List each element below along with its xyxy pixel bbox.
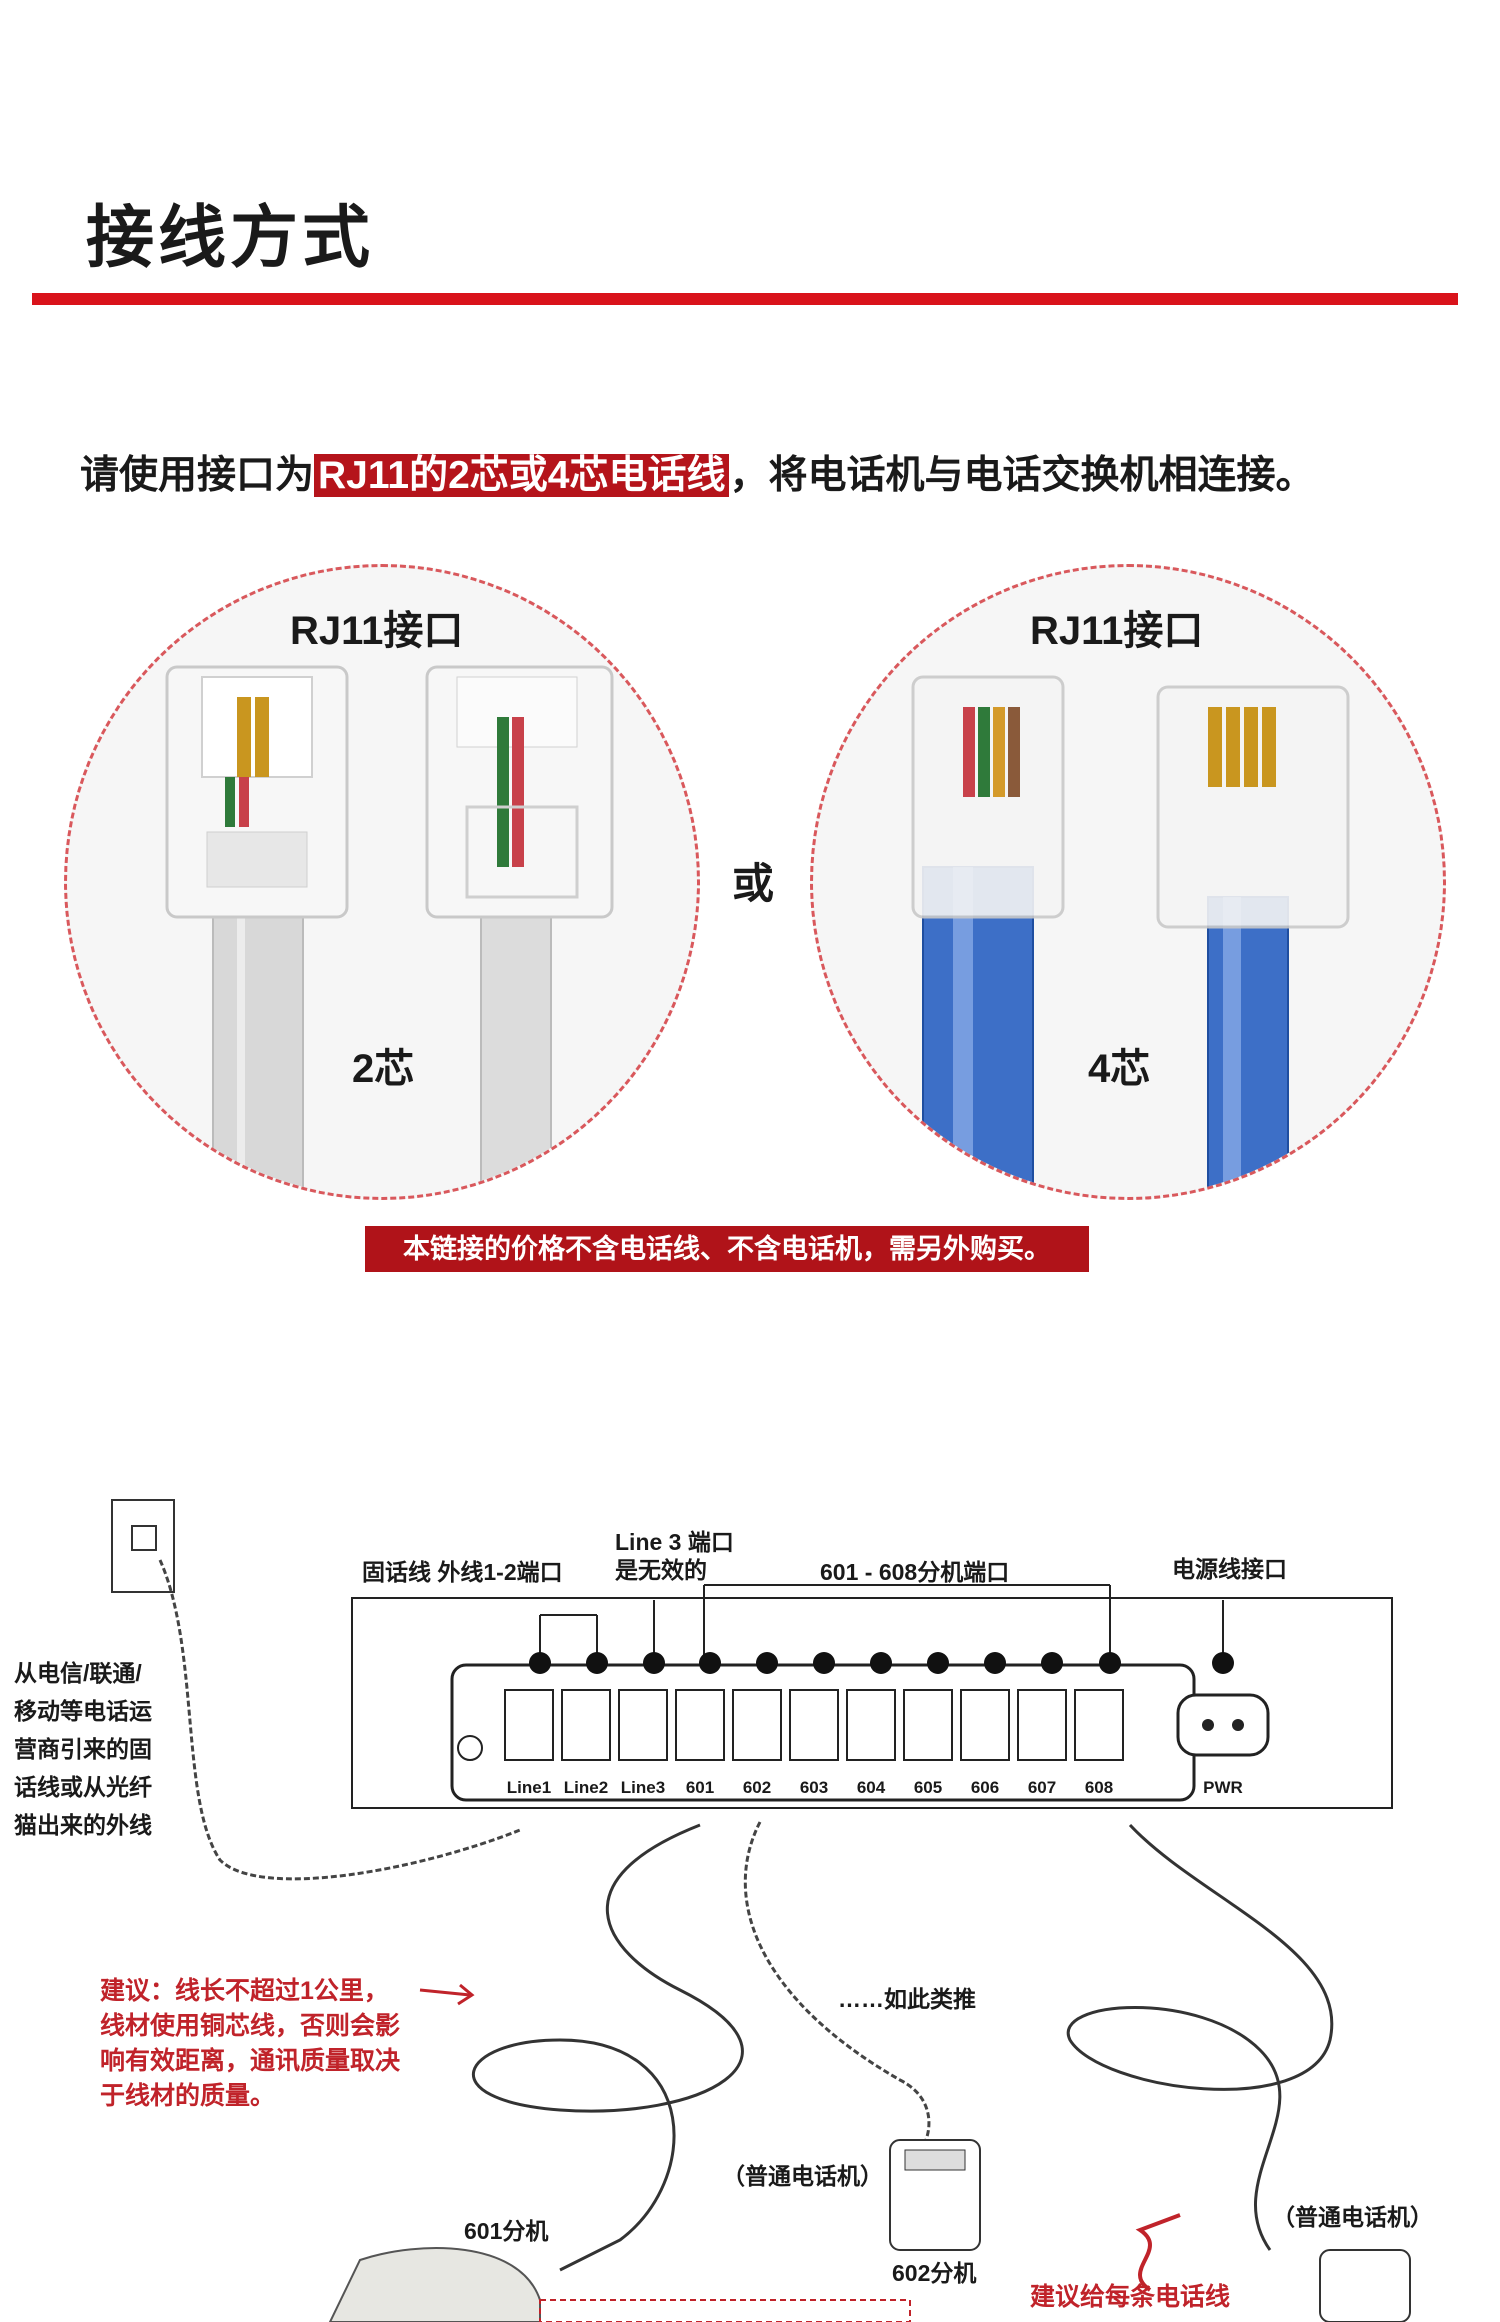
port-label: 607	[1027, 1778, 1057, 1797]
port-label: 604	[856, 1778, 886, 1797]
port-label: Line2	[563, 1778, 609, 1797]
power-port-short-label: PWR	[1203, 1778, 1243, 1797]
connector-4core-label: 4芯	[1088, 1047, 1151, 1091]
purchase-notice: 本链接的价格不含电话线、不含电话机，需另外购买。	[365, 1226, 1089, 1272]
external-ports-label: 固话线 外线1-2端口	[362, 1559, 563, 1585]
suggest-bottom-label: 建议给每条电话线	[1030, 2283, 1231, 2311]
port-label: 603	[799, 1778, 829, 1797]
phone-601-label: 601分机	[464, 2218, 549, 2244]
instruction-prefix: 请使用接口为	[80, 454, 315, 497]
instruction-highlight: RJ11的2芯或4芯电话线	[314, 454, 730, 497]
line3-title-label: Line 3 端口	[615, 1529, 734, 1555]
title-divider	[32, 293, 1458, 305]
external-source-label: 从电信/联通/ 移动等电话运 营商引来的固 话线或从光纤 猫出来的外线	[14, 1660, 152, 1838]
port-label: 606	[970, 1778, 1000, 1797]
connector-4core-title: RJ11接口	[1030, 609, 1204, 653]
connector-2core-label: 2芯	[352, 1047, 415, 1091]
etc-label: ……如此类推	[838, 1986, 976, 2012]
rj11-2core-illustration	[165, 665, 614, 1197]
section-title: 接线方式	[86, 200, 375, 276]
or-label: 或	[732, 860, 775, 907]
port-label: Line3	[620, 1778, 666, 1797]
connector-2core-title: RJ11接口	[290, 609, 464, 653]
power-port-label: 电源线接口	[1172, 1556, 1287, 1582]
extension-ports-label: 601 - 608分机端口	[820, 1559, 1010, 1585]
rj11-4core-illustration	[911, 675, 1350, 1197]
port-label: 605	[913, 1778, 943, 1797]
phone-602-type-label: （普通电话机）	[722, 2163, 883, 2189]
instruction-suffix: ，将电话机与电话交换机相连接。	[729, 454, 1315, 497]
port-label: 601	[685, 1778, 715, 1797]
connector-2core-circle	[64, 564, 700, 1200]
connector-4core-circle	[810, 564, 1446, 1200]
line3-note-label: 是无效的	[615, 1557, 707, 1583]
port-label: 608	[1084, 1778, 1114, 1797]
port-label: 602	[742, 1778, 772, 1797]
phone-602-label: 602分机	[892, 2260, 977, 2286]
port-row	[504, 1689, 1124, 1761]
advice-note: 建议：线长不超过1公里， 线材使用铜芯线，否则会影 响有效距离，通讯质量取决 于…	[100, 1977, 401, 2110]
port-label: Line1	[506, 1778, 552, 1797]
phone-608-type-label: （普通电话机）	[1272, 2204, 1433, 2230]
